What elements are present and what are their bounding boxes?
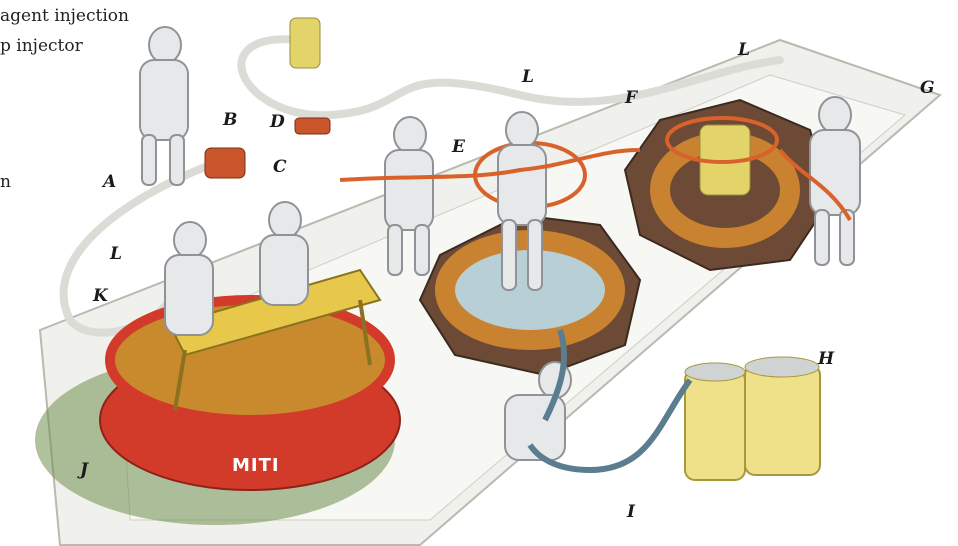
label-l-right: L <box>738 40 750 60</box>
figure-pool-right <box>260 202 308 305</box>
label-a: A <box>103 172 116 192</box>
label-k: K <box>93 286 108 306</box>
caption-fragment: n <box>0 172 11 192</box>
figure-a <box>140 27 188 185</box>
tanks-h <box>685 357 820 480</box>
label-l-left: L <box>110 244 122 264</box>
injector-d <box>295 118 330 134</box>
yellow-pump-top <box>290 18 320 68</box>
label-b: B <box>223 110 237 130</box>
label-f: F <box>625 88 637 108</box>
label-j: J <box>80 460 88 480</box>
label-h: H <box>818 349 834 369</box>
caption-injector: p injector <box>0 36 83 56</box>
caption-agent-injection: agent injection <box>0 6 129 26</box>
label-e: E <box>452 137 465 157</box>
label-c: C <box>273 157 287 177</box>
label-l-center: L <box>522 67 534 87</box>
label-d: D <box>270 112 285 132</box>
pump-b <box>205 148 245 178</box>
label-i: I <box>627 502 635 522</box>
figure-pool-left <box>165 222 213 335</box>
pool-label: MITI <box>232 455 280 476</box>
label-g: G <box>920 78 935 98</box>
